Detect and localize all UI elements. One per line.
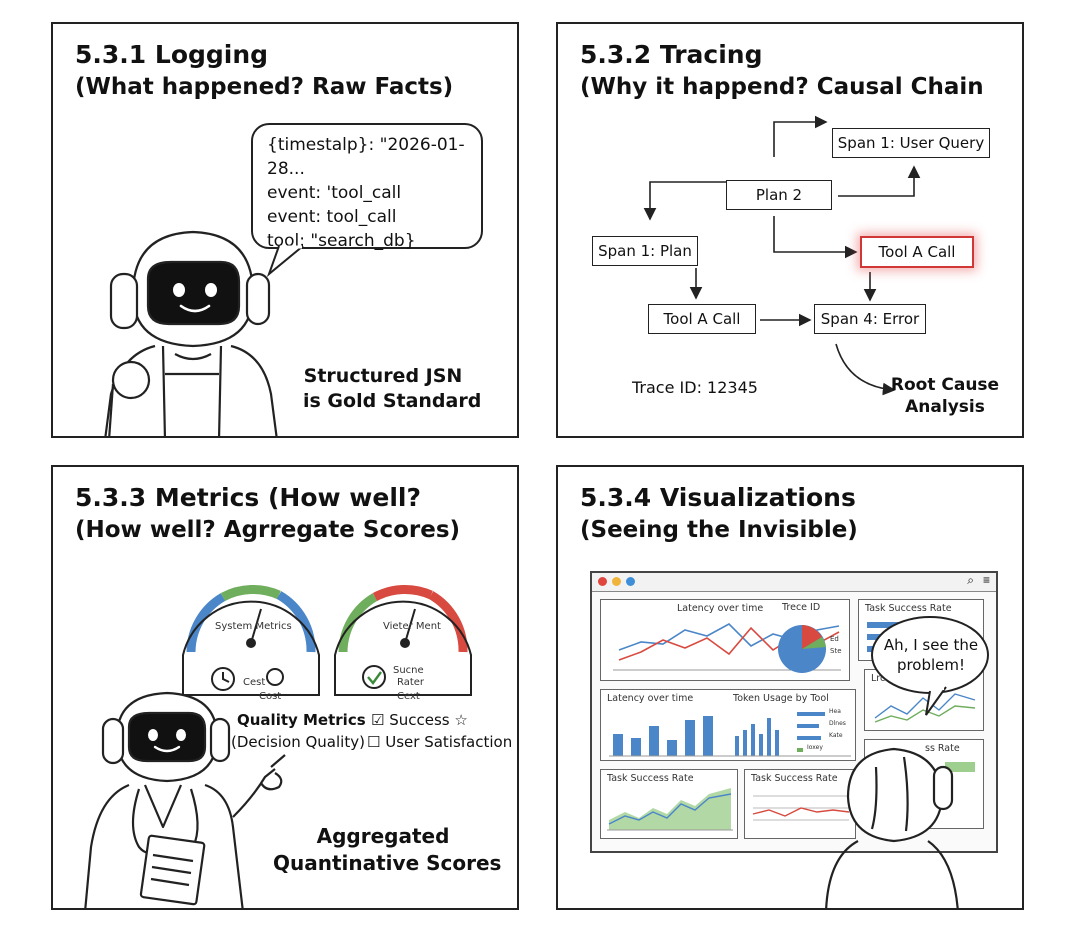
logging-caption-line: Structured JSN (303, 365, 463, 387)
visualizations-title-text: 5.3.4 Visualizations (580, 483, 856, 512)
search-icon[interactable]: ⌕ (967, 573, 974, 587)
window-close-dot[interactable] (598, 577, 607, 586)
card-title: Token Usage by Tool (733, 693, 829, 704)
success-label: Success (389, 711, 450, 729)
visualizations-subtitle: (Seeing the Invisible) (580, 517, 858, 543)
token-legend-item: Kate (829, 732, 843, 739)
span-plan-node: Span 1: Plan (592, 236, 698, 266)
trace-pie-chart (778, 625, 826, 673)
visualizations-panel: 5.3.4 Visualizations (Seeing the Invisib… (556, 465, 1024, 910)
gauge-rater-label: Rater (397, 677, 425, 688)
gauge-system-label: System Metrics (215, 621, 292, 632)
menu-icon[interactable]: ≡ (982, 573, 990, 587)
speech-line: problem! (896, 656, 966, 674)
satisfaction-label: User Satisfaction (385, 733, 513, 751)
doctor-robot-illustration (84, 691, 286, 908)
span-error-node: Span 4: Error (814, 304, 926, 334)
card-title: Trece ID (782, 602, 821, 613)
quality-metrics-label: Quality Metrics (237, 711, 366, 729)
log-line: {timestalp}: "2026-01-28... (267, 135, 465, 179)
log-line: tool: "search_db} (267, 231, 416, 251)
tracing-title: 5.3.2 Tracing (Why it happend? Causal Ch… (580, 38, 984, 104)
root-cause-line: Root Cause (890, 375, 1000, 395)
card-title: Latency over time (607, 693, 694, 704)
tool-a-call-node: Tool A Call (648, 304, 756, 334)
bubble-tail (266, 245, 304, 278)
card-title: Task Success Rate (607, 773, 694, 784)
logging-panel: 5.3.1 Logging (What happened? Raw Facts)… (51, 22, 519, 438)
checkbox-checked-icon: ☑ (371, 711, 385, 729)
window-zoom-dot[interactable] (626, 577, 635, 586)
pie-legend-item: Ed (830, 635, 839, 643)
latency-bar-card: Latency over time Token Usage by Tool (600, 689, 856, 761)
logging-title-text: 5.3.1 Logging (75, 40, 269, 69)
small-line-chart (874, 693, 976, 723)
card-title: Latency over time (677, 603, 764, 614)
satisfaction-check: ☐ User Satisfaction (367, 733, 512, 751)
span-user-query: Span 1: User Query (832, 128, 990, 158)
pie-legend-item: Ste (830, 647, 842, 655)
trace-pie-card: Trece ID Ed Ste (768, 599, 850, 681)
success-check: ☑ Success ☆ (371, 711, 468, 729)
metrics-panel: 5.3.3 Metrics (How well? (How well? Agrr… (51, 465, 519, 910)
metrics-caption-line: Quantinative Scores (273, 851, 502, 875)
gauge-cext-label: Cext (397, 691, 420, 702)
speech-bubble-shape (871, 616, 989, 716)
gauge-cest-label: Cest (243, 677, 266, 688)
speech-line: Ah, I see the (883, 636, 979, 654)
logging-title: 5.3.1 Logging (What happened? Raw Facts) (75, 38, 453, 104)
metrics-caption-line: Aggregated (316, 824, 450, 848)
metrics-caption: Aggregated Quantinative Scores (273, 823, 502, 877)
quality-metrics-sub: (Decision Quality) (231, 733, 365, 751)
gauges-illustration (182, 585, 472, 696)
token-legend-item: Hea (829, 708, 841, 715)
tracing-panel: 5.3.2 Tracing (Why it happend? Causal Ch… (556, 22, 1024, 438)
log-speech-bubble: {timestalp}: "2026-01-28... event: 'tool… (251, 123, 483, 251)
speech-bubble-text: Ah, I see the problem! (876, 635, 986, 675)
task4-chart (945, 762, 975, 772)
token-legend-item: Dlnes (829, 720, 846, 727)
trace-id-label: Trace ID: 12345 (632, 378, 758, 397)
metrics-title: 5.3.3 Metrics (How well? (How well? Agrr… (75, 481, 460, 547)
robot-illustration (104, 230, 278, 436)
card-title: ss Rate (925, 743, 960, 754)
card-title: Lrc (871, 673, 886, 684)
task-success-area-card: Task Success Rate (600, 769, 738, 839)
metrics-title-text: 5.3.3 Metrics (How well? (75, 483, 421, 512)
tool-a-call-highlighted: Tool A Call (860, 236, 974, 268)
log-line: event: 'tool_call (267, 183, 402, 203)
logging-caption: Structured JSN is Gold Standard (303, 364, 482, 414)
tracing-title-text: 5.3.2 Tracing (580, 40, 763, 69)
trace-connectors (643, 115, 921, 396)
tracing-subtitle: (Why it happend? Causal Chain (580, 74, 984, 100)
visualizations-title: 5.3.4 Visualizations (Seeing the Invisib… (580, 481, 858, 547)
root-cause-caption: Root Cause Analysis (884, 374, 1006, 418)
plan2-node: Plan 2 (726, 180, 832, 210)
task-success-line-chart (752, 795, 850, 821)
logging-subtitle: (What happened? Raw Facts) (75, 74, 454, 100)
task-success-line-card: Task Success Rate (744, 769, 856, 839)
metrics-subtitle: (How well? Agrregate Scores) (75, 517, 461, 543)
gauge-cost-label: Cost (259, 691, 282, 702)
gauge-sucne-label: Sucne (393, 665, 424, 676)
root-cause-line: Analysis (905, 397, 985, 417)
checkbox-empty-icon: ☐ (367, 733, 381, 751)
latency-bar-chart (609, 712, 851, 757)
card-title: Task Success Rate (865, 603, 952, 614)
logging-caption-line: is Gold Standard (303, 390, 482, 412)
window-minimize-dot[interactable] (612, 577, 621, 586)
viewer-robot-illustration (825, 747, 959, 908)
task-success-area-chart (607, 788, 733, 831)
window-titlebar: ⌕ ≡ (592, 573, 996, 592)
star-icon: ☆ (454, 711, 468, 729)
token-legend-item: Ioxey (807, 744, 823, 751)
log-line: event: tool_call (267, 207, 397, 227)
card-title: Task Success Rate (751, 773, 838, 784)
gauge-vieter-label: Vieter Ment (383, 621, 441, 632)
